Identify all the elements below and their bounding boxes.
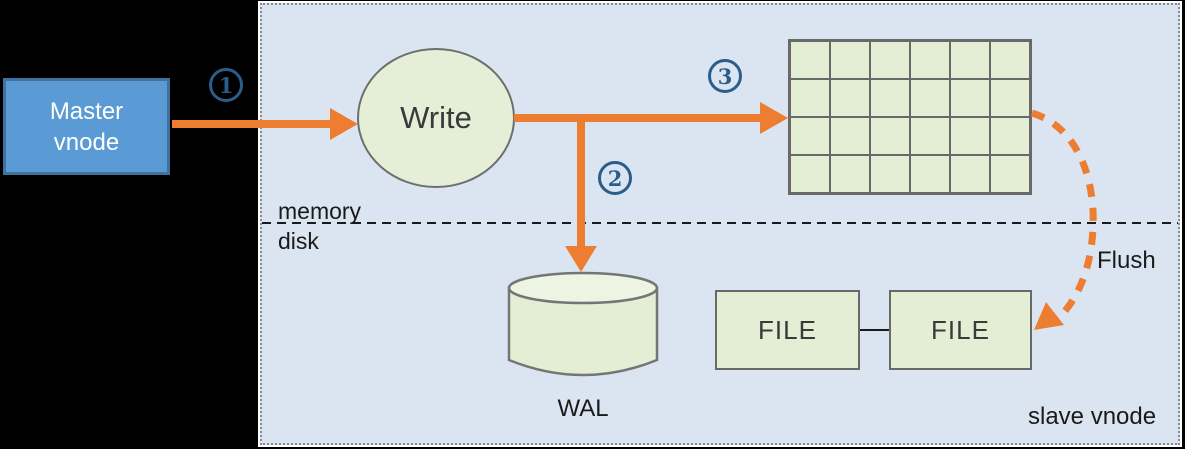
flush-label: Flush [1097, 247, 1156, 274]
grid-cell [830, 155, 870, 193]
grid-cell [950, 79, 990, 117]
memtable-grid [788, 39, 1032, 195]
grid-cell [790, 155, 830, 193]
grid-cell [950, 117, 990, 155]
write-node-label: Write [400, 100, 472, 135]
file-box-left-label: FILE [758, 314, 817, 345]
grid-cell [910, 117, 950, 155]
grid-cell [790, 117, 830, 155]
grid-cell [950, 41, 990, 79]
file-box-left: FILE [715, 290, 860, 370]
grid-cell [990, 117, 1030, 155]
write-node: Write [357, 48, 515, 188]
grid-cell [790, 41, 830, 79]
grid-cell [870, 41, 910, 79]
grid-cell [830, 117, 870, 155]
grid-cell [870, 79, 910, 117]
grid-cell [990, 155, 1030, 193]
file-box-right-label: FILE [931, 314, 990, 345]
slave-vnode-label: slave vnode [1028, 403, 1157, 430]
file-box-right: FILE [889, 290, 1032, 370]
grid-cell [910, 155, 950, 193]
grid-cell [870, 155, 910, 193]
grid-cell [990, 41, 1030, 79]
master-vnode-label-line1: Master [49, 97, 124, 125]
grid-cell [830, 41, 870, 79]
step-3-number: 3 [717, 63, 733, 89]
memory-label: memory [278, 198, 362, 224]
step-1-number: 1 [218, 72, 234, 98]
grid-cell [950, 155, 990, 193]
step-1-badge: 1 [209, 68, 243, 102]
step-2-number: 2 [607, 165, 623, 191]
grid-cell [870, 117, 910, 155]
wal-label: WAL [557, 395, 609, 422]
grid-cell [790, 79, 830, 117]
step-2-badge: 2 [598, 161, 632, 195]
master-vnode-label-line2: vnode [53, 128, 120, 156]
master-vnode-box: Master vnode [3, 78, 170, 175]
grid-cell [990, 79, 1030, 117]
grid-cell [830, 79, 870, 117]
disk-label: disk [278, 228, 319, 254]
grid-cell [910, 41, 950, 79]
step-3-badge: 3 [708, 59, 742, 93]
grid-cell [910, 79, 950, 117]
